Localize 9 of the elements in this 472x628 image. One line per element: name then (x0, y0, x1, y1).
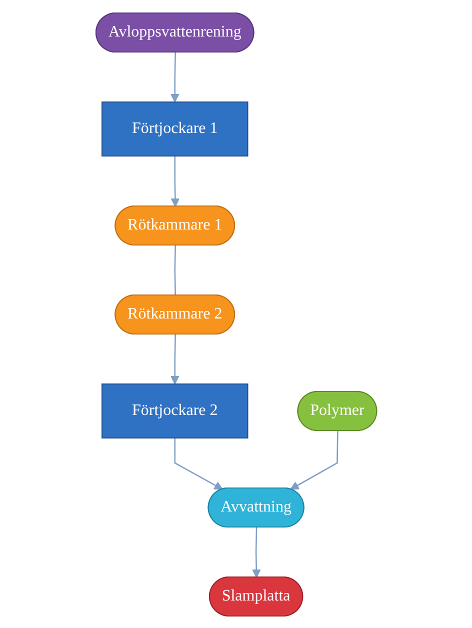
arrow (170, 156, 180, 206)
arrow (170, 52, 179, 102)
node-box: Förtjockare 2 (101, 383, 248, 438)
arrow (170, 334, 179, 384)
node-box: Förtjockare 1 (101, 101, 248, 156)
connector (174, 245, 176, 296)
arrow (252, 526, 260, 578)
arrow (290, 430, 338, 490)
arrow (174, 438, 223, 490)
